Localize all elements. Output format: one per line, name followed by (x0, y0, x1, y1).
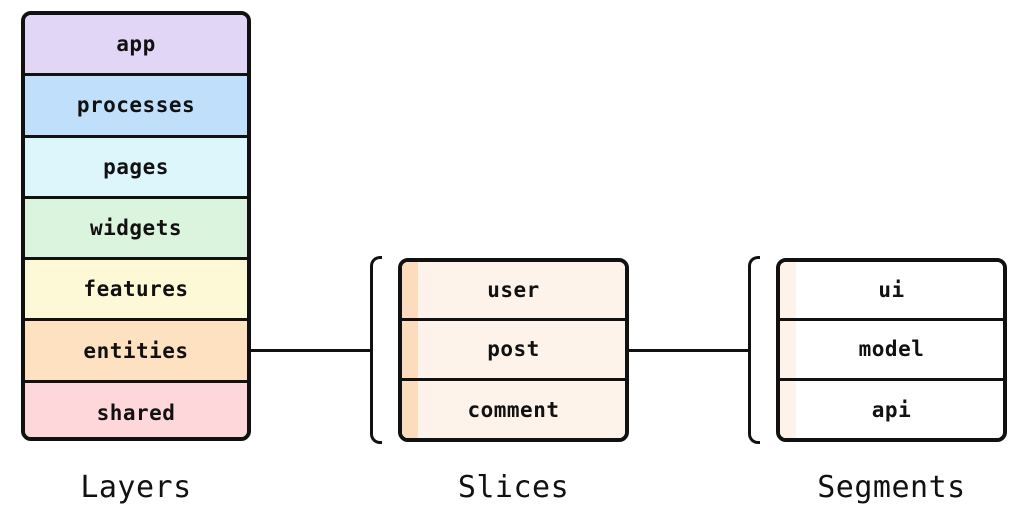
layer-label: pages (103, 154, 169, 179)
segments-stack: ui model api (776, 258, 1007, 442)
layer-app: app (25, 15, 247, 77)
layer-label: entities (83, 338, 189, 363)
slices-stack: user post comment (398, 258, 629, 442)
layer-label: processes (76, 93, 196, 118)
layers-caption: Layers (80, 470, 192, 505)
segment-label: model (858, 337, 925, 362)
layer-label: widgets (89, 216, 182, 241)
layer-features: features (25, 260, 247, 322)
segment-accent (780, 321, 796, 378)
slices-caption: Slices (457, 470, 570, 505)
slice-accent (402, 321, 418, 378)
layer-processes: processes (25, 76, 247, 138)
segments-bracket (748, 256, 760, 444)
segment-api: api (780, 380, 1003, 438)
connector-layers-to-slices (251, 349, 370, 352)
segments-caption: Segments (817, 470, 966, 505)
slice-accent (402, 380, 418, 438)
slice-label: comment (467, 398, 560, 423)
layer-label: features (83, 277, 189, 302)
layer-pages: pages (25, 137, 247, 199)
layer-label: app (116, 32, 156, 57)
layer-entities: entities (25, 321, 247, 383)
segment-accent (780, 262, 796, 319)
slice-post: post (402, 321, 625, 381)
slice-user: user (402, 262, 625, 322)
slices-bracket (370, 256, 382, 444)
segment-label: api (871, 398, 912, 423)
segment-label: ui (878, 278, 905, 303)
segment-accent (780, 380, 796, 438)
slice-comment: comment (402, 380, 625, 438)
layer-widgets: widgets (25, 198, 247, 261)
slice-label: post (487, 337, 540, 362)
layer-label: shared (96, 401, 176, 426)
segment-ui: ui (780, 262, 1003, 322)
connector-slices-to-segments (629, 349, 748, 352)
layers-stack: app processes pages widgets features ent… (21, 11, 251, 441)
slice-label: user (487, 278, 540, 303)
slice-accent (402, 262, 418, 319)
segment-model: model (780, 321, 1003, 381)
layer-shared: shared (25, 382, 247, 437)
